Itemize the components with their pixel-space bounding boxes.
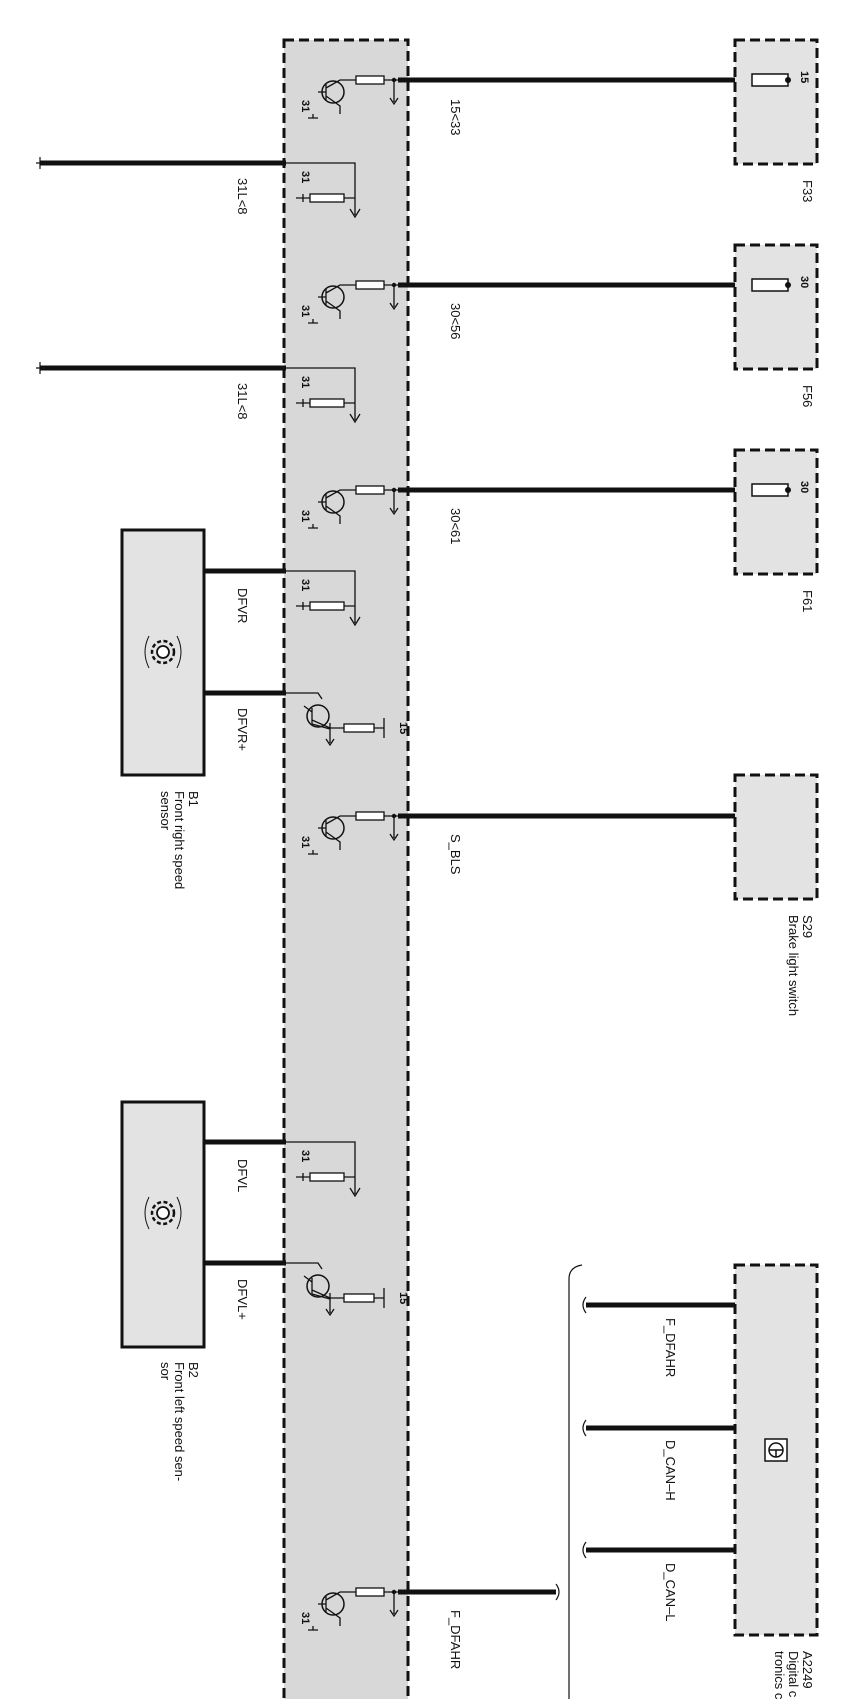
steering-wheel-icon: [764, 1438, 788, 1462]
speed-sensor-b2-box: [120, 1100, 206, 1349]
fuse-pin-label: 15: [798, 71, 810, 83]
component-id: S29: [800, 915, 815, 938]
component-desc: Digital c: [786, 1651, 801, 1698]
module-circuit-pull: 31: [286, 367, 361, 424]
fuse-symbols: [751, 73, 791, 497]
gear-icon: [144, 1196, 182, 1230]
brake-switch-s29-box: [733, 773, 819, 901]
component-id: F33: [800, 180, 815, 202]
signal-label: D_CAN–L: [663, 1563, 678, 1622]
module-circuit-supply: 15: [286, 1262, 409, 1317]
signal-label: DFVL+: [235, 1279, 250, 1320]
module-circuit-drive: 31: [299, 280, 399, 324]
signal-label: 31L<8: [235, 178, 250, 215]
pin-label: 15: [397, 722, 409, 734]
pin-label: 31: [299, 510, 311, 522]
component-id: A2249: [800, 1651, 815, 1689]
module-circuit-drive: 31: [299, 811, 399, 855]
component-desc: Brake light switch: [786, 915, 801, 1016]
signal-label: DFVR+: [235, 708, 250, 751]
fuse-pin-label: 30: [798, 276, 810, 288]
signal-label: 31L<8: [235, 383, 250, 420]
fuse-pin-label: 30: [798, 481, 810, 493]
fuse-f33-box: [733, 38, 819, 166]
component-desc: Front left speed sen-: [172, 1362, 187, 1481]
signal-label: S_BLS: [448, 834, 463, 875]
component-id: F61: [800, 590, 815, 612]
gear-icon: [144, 635, 182, 669]
module-circuit-pull: 31: [286, 1141, 361, 1198]
module-circuit-pull: 31: [286, 162, 361, 219]
pin-label: 31: [299, 100, 311, 112]
pin-label: 15: [397, 1292, 409, 1304]
signal-label: F_DFAHR: [448, 1610, 463, 1669]
module-circuit-drive: 31: [299, 75, 399, 119]
control-module: [282, 38, 410, 1699]
component-desc: Front right speed: [172, 791, 187, 889]
signal-label: F_DFAHR: [663, 1318, 678, 1377]
fuse-f61-box: [733, 448, 819, 576]
speed-sensor-b1-box: [120, 528, 206, 777]
signal-label: D_CAN–H: [663, 1440, 678, 1501]
pin-label: 31: [299, 305, 311, 317]
signal-label: 15<33: [448, 99, 463, 136]
component-desc: sor: [158, 1362, 173, 1381]
pin-label: 31: [299, 376, 311, 388]
pin-label: 31: [299, 1612, 311, 1624]
signal-label: 30<56: [448, 303, 463, 340]
module-circuit-drive: 31: [299, 1587, 399, 1631]
signal-label: DFVR: [235, 588, 250, 623]
component-id: B1: [186, 791, 201, 807]
pin-label: 31: [299, 171, 311, 183]
signal-label: DFVL: [235, 1159, 250, 1192]
pin-label: 31: [299, 1150, 311, 1162]
fuse-f56-box: [733, 243, 819, 371]
wires: [40, 77, 785, 1595]
component-desc: sensor: [158, 791, 173, 831]
component-desc: tronics c: [772, 1651, 787, 1699]
module-circuit-drive: 31: [299, 485, 399, 529]
pin-label: 31: [299, 836, 311, 848]
module-circuit-supply: 15: [286, 692, 409, 747]
component-id: F56: [800, 385, 815, 407]
module-circuit-pull: 31: [286, 570, 361, 627]
component-id: B2: [186, 1362, 201, 1378]
wire-end-marks: [36, 157, 587, 1699]
signal-label: 30<61: [448, 508, 463, 545]
pin-label: 31: [299, 579, 311, 591]
module-internal-circuits: 31 31 31 31 31 31 15 31 31 15 31: [286, 75, 409, 1631]
